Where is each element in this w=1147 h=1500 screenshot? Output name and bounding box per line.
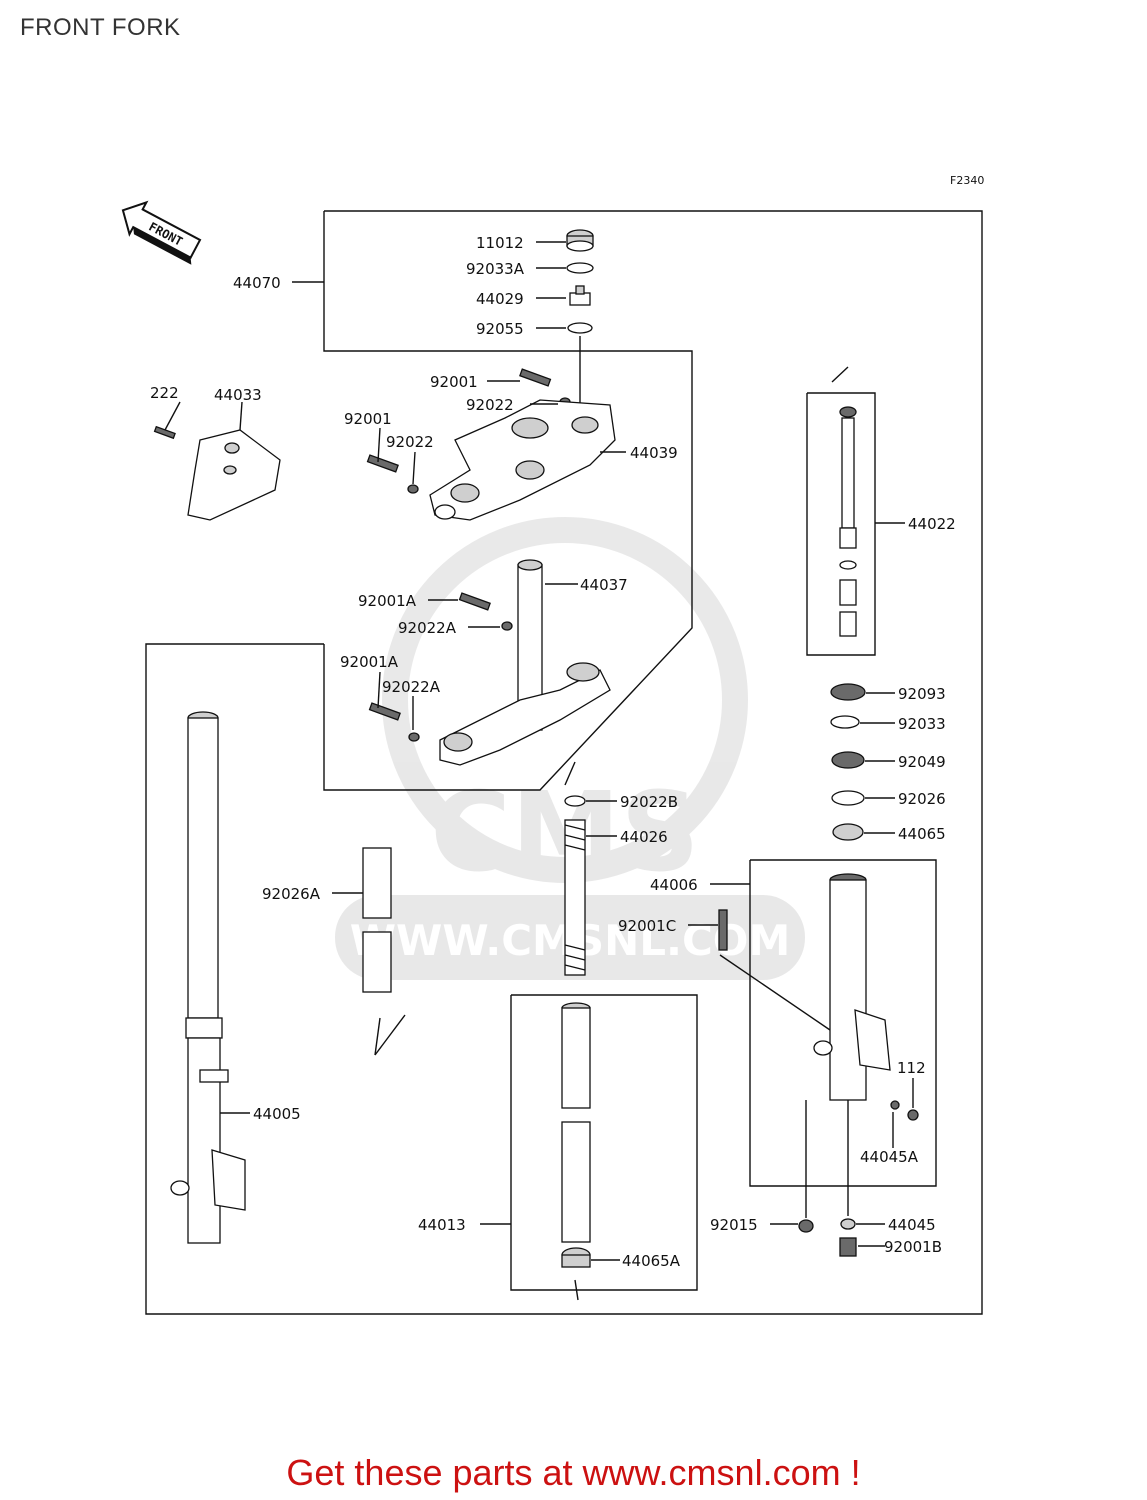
frame-outer-tube-group: [749, 859, 937, 1187]
inner-tube-left-part: [170, 711, 246, 1244]
adjuster-part: [569, 285, 591, 306]
part-label: 44006: [650, 876, 698, 894]
part-label: 44065A: [622, 1252, 681, 1270]
footer-promo-link[interactable]: Get these parts at www.cmsnl.com !: [286, 1452, 861, 1493]
circlip-part: [830, 715, 860, 729]
frame-inner-tube-group: [510, 994, 698, 1291]
bolt-part: [519, 368, 552, 387]
part-label: 44037: [580, 576, 628, 594]
washer-part: [567, 322, 593, 334]
steering-stem-part: [439, 559, 611, 766]
bolt-part: [368, 702, 401, 721]
nut-part: [407, 484, 419, 494]
part-label: 44013: [418, 1216, 466, 1234]
washer-part: [831, 790, 865, 806]
part-label: 92001B: [884, 1238, 942, 1256]
part-label: 44022: [908, 515, 956, 533]
part-label: 92055: [476, 320, 524, 338]
part-label: 92022B: [620, 793, 678, 811]
frame-steering-group: [323, 211, 693, 791]
upper-bracket-part: [429, 399, 616, 521]
part-label: 112: [897, 1059, 926, 1077]
part-label: 44065: [898, 825, 946, 843]
part-label: 92026A: [262, 885, 321, 903]
part-label: 92001C: [618, 917, 676, 935]
exploded-parts-diagram: CMS WWW.CMSNL.COM F2340 FRONT: [121, 174, 984, 1315]
oil-seal-part: [831, 751, 865, 769]
part-label: 44026: [620, 828, 668, 846]
part-label: 92022A: [382, 678, 441, 696]
frame-damper-group: [806, 392, 876, 656]
gasket-part: [840, 1218, 856, 1230]
guide-bush-part: [832, 823, 864, 841]
part-label: 92001: [430, 373, 478, 391]
part-label: 11012: [476, 234, 524, 252]
part-label: 44033: [214, 386, 262, 404]
axle-bolt-part: [839, 1237, 857, 1257]
cap-part: [566, 229, 594, 252]
part-label: 44045A: [860, 1148, 919, 1166]
fork-spring-part: [564, 761, 586, 976]
part-label: 92001A: [340, 653, 399, 671]
spacer-collar-part: [362, 847, 406, 1056]
part-label: 92093: [898, 685, 946, 703]
part-number-labels: 11012 92033A 44029 92055 44070 92001 920…: [150, 234, 956, 1270]
part-label: 44070: [233, 274, 281, 292]
nut-part: [408, 732, 420, 742]
part-label: 44005: [253, 1105, 301, 1123]
dust-seal-part: [830, 683, 866, 701]
o-ring-part: [566, 262, 594, 274]
part-label: 44029: [476, 290, 524, 308]
bolt-part: [366, 454, 399, 473]
side-bracket-part: [153, 425, 281, 521]
inner-tube-mid-part: [561, 1002, 591, 1301]
part-label: 92026: [898, 790, 946, 808]
part-label: 92033: [898, 715, 946, 733]
part-label: 92015: [710, 1216, 758, 1234]
part-label: 92022A: [398, 619, 457, 637]
frame-main: [145, 210, 983, 1315]
part-label: 92033A: [466, 260, 525, 278]
leader-lines: [164, 241, 914, 1261]
part-label: 222: [150, 384, 179, 402]
part-label: 44045: [888, 1216, 936, 1234]
figure-code: F2340: [950, 174, 984, 187]
part-label: 92022: [386, 433, 434, 451]
page-title: FRONT FORK: [20, 14, 181, 41]
part-label: 92049: [898, 753, 946, 771]
front-direction-arrow: FRONT: [121, 200, 202, 265]
nut-part: [501, 621, 513, 631]
drain-bolt-part: [798, 1219, 814, 1233]
bolt-part: [458, 592, 491, 611]
damper-rod-part: [831, 366, 857, 637]
part-label: 92001: [344, 410, 392, 428]
part-label: 44039: [630, 444, 678, 462]
outer-tube-right-part: [718, 873, 919, 1121]
part-label: 92001A: [358, 592, 417, 610]
part-label: 92022: [466, 396, 514, 414]
